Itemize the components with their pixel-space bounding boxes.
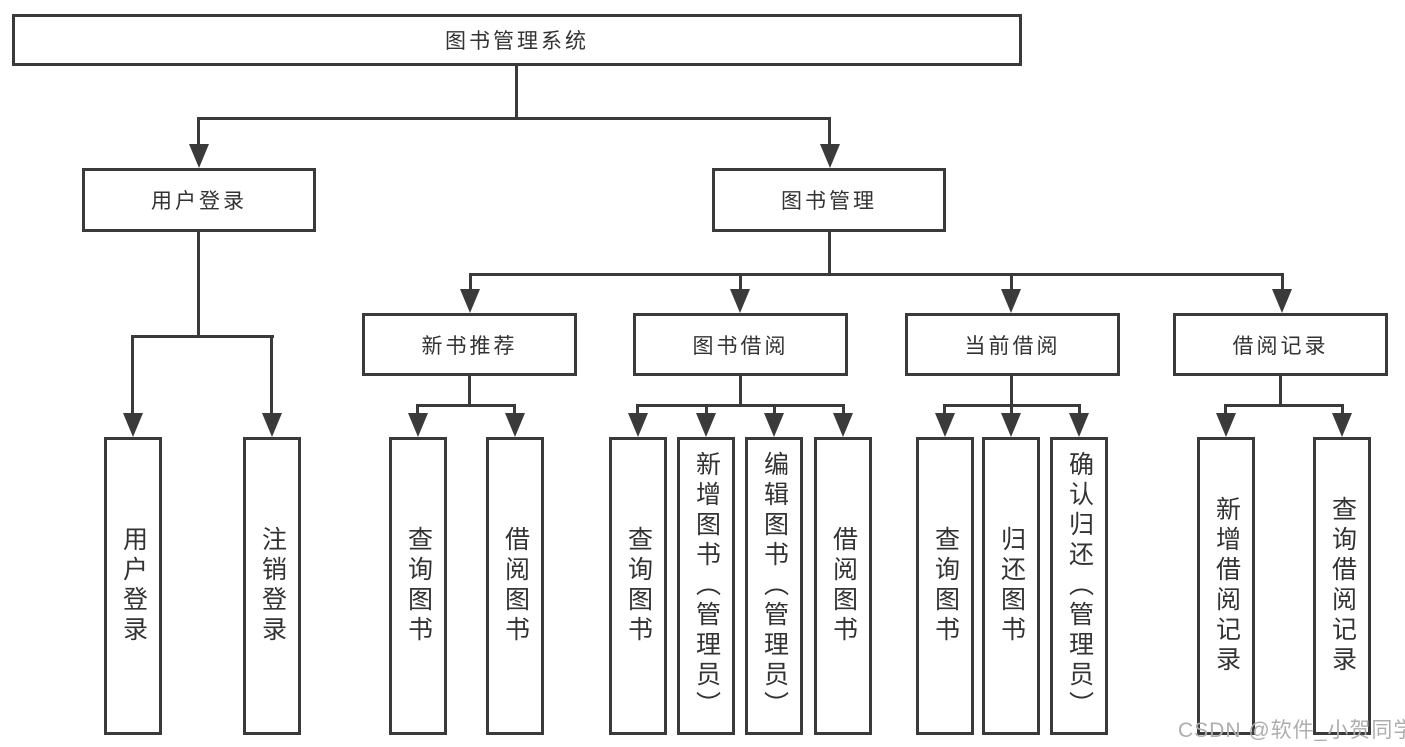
connector-line: [828, 230, 831, 276]
leaf-query-books-borrow: 查询图书: [609, 437, 667, 735]
connector-line: [1010, 405, 1013, 419]
node-book-management: 图书管理: [712, 168, 946, 232]
connector-line: [842, 405, 845, 419]
connector-line: [636, 405, 639, 419]
leaf-add-books-admin: 新增图书（管理员）: [677, 437, 735, 735]
node-book-borrow: 图书借阅: [633, 313, 848, 376]
connector-line: [1341, 405, 1344, 419]
node-label: 查询图书: [931, 526, 960, 646]
leaf-logout: 注销登录: [243, 437, 301, 735]
arrowhead-down: [1332, 413, 1352, 437]
leaf-confirm-return-admin: 确认归还（管理员）: [1050, 437, 1108, 735]
node-label: 注销登录: [258, 526, 287, 646]
arrowhead-down: [764, 413, 784, 437]
connector-line: [197, 117, 831, 120]
arrowhead-down: [1216, 413, 1236, 437]
connector-line: [773, 405, 776, 419]
arrowhead-down: [935, 413, 955, 437]
node-label: 图书管理: [781, 190, 877, 213]
arrowhead-down: [505, 413, 525, 437]
leaf-user-login: 用户登录: [104, 437, 162, 735]
node-label: 查询图书: [404, 526, 433, 646]
arrowhead-down: [833, 413, 853, 437]
arrowhead-down: [1272, 289, 1292, 313]
node-label: 借阅图书: [501, 526, 530, 646]
arrowhead-down: [408, 413, 428, 437]
leaf-borrow-books: 借阅图书: [814, 437, 872, 735]
arrowhead-down: [189, 144, 209, 168]
node-label: 用户登录: [151, 190, 247, 213]
node-label: 编辑图书（管理员）: [760, 451, 789, 721]
node-label: 新增借阅记录: [1212, 496, 1241, 676]
node-label: 查询图书: [624, 526, 653, 646]
node-label: 确认归还（管理员）: [1065, 451, 1094, 721]
connector-line: [468, 374, 471, 407]
arrowhead-down: [1069, 413, 1089, 437]
connector-line: [131, 335, 134, 417]
leaf-return-books: 归还图书: [982, 437, 1040, 735]
node-library-system: 图书管理系统: [12, 14, 1022, 66]
connector-line: [739, 374, 742, 407]
leaf-edit-books-admin: 编辑图书（管理员）: [745, 437, 803, 735]
node-label: 新书推荐: [421, 334, 518, 358]
arrowhead-down: [1001, 413, 1021, 437]
connector-line: [270, 335, 273, 417]
connector-line: [416, 405, 419, 419]
connector-line: [828, 118, 831, 152]
node-new-book-recommend: 新书推荐: [362, 313, 577, 376]
node-label: 查询借阅记录: [1328, 496, 1357, 676]
connector-line: [739, 274, 742, 294]
arrowhead-down: [820, 144, 840, 168]
connector-line: [515, 64, 518, 120]
arrowhead-down: [262, 413, 282, 437]
node-label: 新增图书（管理员）: [692, 451, 721, 721]
node-label: 当前借阅: [964, 334, 1061, 358]
arrowhead-down: [1001, 289, 1021, 313]
connector-line: [131, 335, 274, 338]
node-current-borrow: 当前借阅: [905, 313, 1120, 376]
node-borrow-records: 借阅记录: [1173, 313, 1388, 376]
connector-line: [943, 405, 946, 419]
connector-line: [416, 404, 516, 407]
connector-line: [197, 230, 200, 338]
connector-line: [1078, 405, 1081, 419]
leaf-query-books-current: 查询图书: [916, 437, 974, 735]
arrowhead-down: [123, 413, 143, 437]
leaf-add-borrow-record: 新增借阅记录: [1197, 437, 1255, 735]
node-label: 借阅图书: [829, 526, 858, 646]
arrowhead-down: [460, 289, 480, 313]
connector-line: [1010, 374, 1013, 407]
watermark-text: CSDN @软件_小贺同学: [1178, 719, 1405, 742]
node-label: 用户登录: [119, 526, 148, 646]
connector-line: [1279, 374, 1282, 407]
leaf-borrow-books-recommend: 借阅图书: [486, 437, 544, 735]
node-label: 图书借阅: [692, 334, 789, 358]
node-label: 借阅记录: [1232, 334, 1329, 358]
node-user-login: 用户登录: [82, 168, 316, 232]
arrowhead-down: [730, 289, 750, 313]
connector-line: [1281, 274, 1284, 294]
connector-line: [469, 274, 472, 294]
connector-line: [1224, 405, 1227, 419]
connector-line: [1224, 404, 1344, 407]
leaf-query-books-recommend: 查询图书: [389, 437, 447, 735]
leaf-query-borrow-record: 查询借阅记录: [1313, 437, 1371, 735]
connector-line: [197, 118, 200, 152]
connector-line: [636, 404, 845, 407]
connector-line: [705, 405, 708, 419]
connector-line: [469, 273, 1284, 276]
arrowhead-down: [696, 413, 716, 437]
connector-line: [1010, 274, 1013, 294]
node-label: 归还图书: [997, 526, 1026, 646]
connector-line: [513, 405, 516, 419]
node-label: 图书管理系统: [445, 30, 589, 53]
arrowhead-down: [628, 413, 648, 437]
